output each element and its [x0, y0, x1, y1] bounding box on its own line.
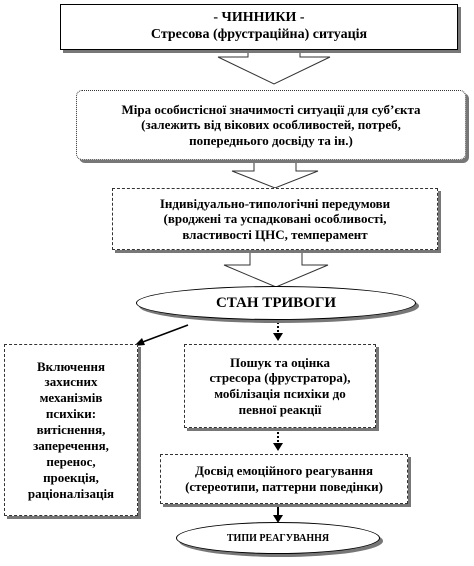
- factors-subtitle: Стресова (фрустраційна) ситуація: [150, 27, 368, 42]
- defense-line: проекція,: [43, 469, 99, 485]
- significance-line1: Міра особистісної значимості ситуації дл…: [121, 101, 421, 117]
- defense-line: механізмів: [39, 390, 103, 406]
- defense-box: Включення захисних механізмів психіки: в…: [4, 344, 138, 516]
- defense-line: заперечення,: [33, 437, 109, 453]
- preconditions-line2: (вроджені та успадковані особливості,: [163, 211, 387, 227]
- factors-box: - ЧИННИКИ - Стресова (фрустраційна) ситу…: [60, 4, 458, 50]
- defense-line: Включення: [36, 358, 105, 374]
- search-line2: стресора (фрустратора),: [209, 370, 351, 386]
- significance-line3: попереднього досвіду та ін.): [189, 132, 353, 148]
- hollow-arrow-2: [231, 161, 319, 189]
- factors-title: - ЧИННИКИ -: [213, 10, 305, 26]
- search-line3: мобілізація психіки до: [214, 386, 346, 401]
- anxiety-state-label: СТАН ТРИВОГИ: [215, 294, 337, 311]
- defense-line: витіснення,: [36, 422, 106, 438]
- search-line4: певної реакції: [238, 401, 322, 417]
- defense-line: раціоналізація: [27, 485, 115, 501]
- defense-line: перенос,: [46, 453, 96, 469]
- defense-line: захисних: [44, 374, 98, 390]
- defense-line: психіки:: [45, 406, 97, 422]
- experience-line2: (стереотипи, паттерни поведінки): [185, 479, 383, 494]
- preconditions-line3: властивості ЦНС, темперамент: [182, 226, 368, 242]
- experience-line1: Досвід емоційного реагування: [195, 463, 373, 479]
- experience-box: Досвід емоційного реагування (стереотипи…: [160, 454, 408, 504]
- hollow-arrow-1: [217, 49, 331, 85]
- response-types-ellipse: ТИПИ РЕАГУВАННЯ: [176, 522, 380, 554]
- search-box: Пошук та оцінка стресора (фрустратора), …: [184, 344, 376, 428]
- hollow-arrow-3: [223, 251, 329, 288]
- search-line1: Пошук та оцінка: [229, 354, 330, 370]
- significance-box: Міра особистісної значимості ситуації дл…: [76, 90, 466, 160]
- response-types-label: ТИПИ РЕАГУВАННЯ: [226, 532, 330, 544]
- preconditions-line1: Індивідуально-типологічні передумови: [159, 195, 391, 211]
- preconditions-box: Індивідуально-типологічні передумови (вр…: [112, 188, 438, 250]
- arrow-anxiety-defense: [139, 324, 189, 344]
- significance-line2: (залежить від вікових особливостей, потр…: [141, 117, 401, 133]
- anxiety-state-ellipse: СТАН ТРИВОГИ: [136, 286, 416, 320]
